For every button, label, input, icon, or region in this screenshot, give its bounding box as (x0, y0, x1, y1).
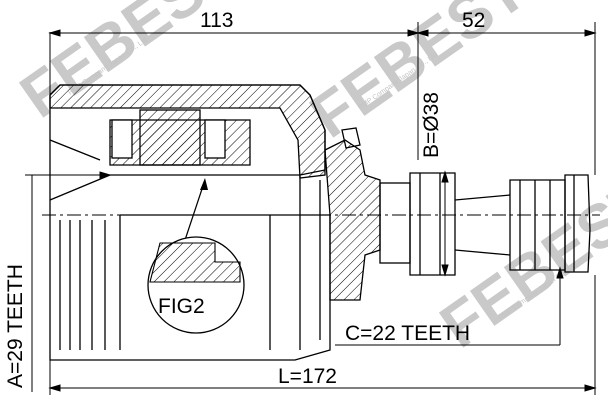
output-shaft (379, 172, 591, 276)
fig2-callout[interactable]: FIG2 (147, 178, 245, 334)
flange-ribs (59, 220, 106, 350)
fig2-detail (149, 242, 241, 283)
dimension-lines (25, 22, 597, 395)
housing-wall-section (49, 84, 326, 179)
ball-left (111, 119, 133, 159)
dim-52: 52 (462, 9, 485, 32)
ball-right (204, 119, 226, 159)
dim-c-teeth: C=22 TEETH (345, 322, 470, 345)
center-hub (139, 109, 201, 166)
fig2-label: FIG2 (158, 295, 205, 318)
boot-clamp (341, 127, 361, 149)
dim-length-total: L=172 (278, 365, 337, 388)
joint-body (49, 84, 381, 361)
dim-a-teeth: A=29 TEETH (4, 264, 27, 388)
dim-113: 113 (200, 9, 233, 32)
watermark: FEBEST FEBEST FEBEST RMP Company Japan C… (8, 0, 608, 361)
boot-section (324, 139, 381, 301)
dim-b-diameter: B=Ø38 (420, 92, 443, 158)
